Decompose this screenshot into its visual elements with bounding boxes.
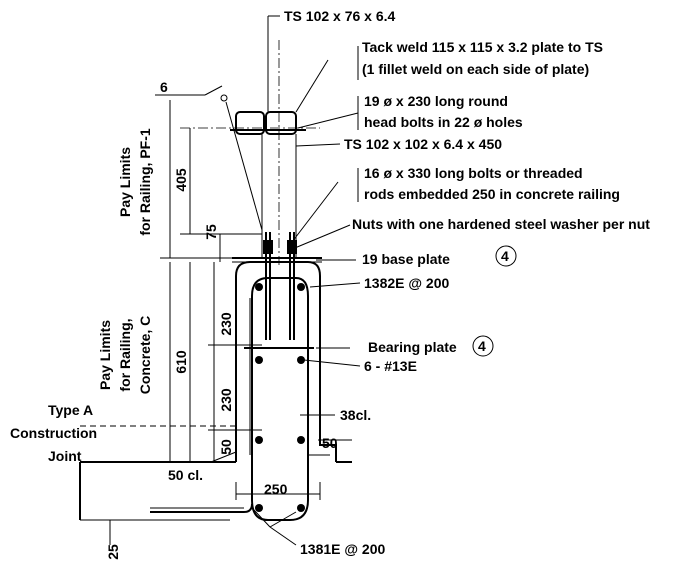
label-ts-post: TS 102 x 102 x 6.4 x 450 [344,136,502,152]
pay-limits-pf1: Pay Limits for Railing, PF-1 [117,128,153,236]
dim-610: 610 [173,350,189,374]
label-type-a-3: Joint [48,448,82,464]
callout-4-circle-a [495,245,517,267]
label-bearing-plate: Bearing plate [368,339,457,355]
label-cl-50: 50 cl. [168,467,203,483]
label-bolts-2: rods embedded 250 in concrete railing [364,186,620,202]
dim-25: 25 [105,544,121,560]
callout-4-a: 4 [501,248,509,264]
label-ts-top: TS 102 x 76 x 6.4 [284,8,396,24]
label-head-bolts-2: head bolts in 22 ø holes [364,114,523,130]
pay-limits-concrete: Pay Limits for Railing, Concrete, C [97,316,153,395]
concrete-railing [235,261,337,462]
label-rebar-1382e: 1382E @ 200 [364,275,449,291]
dim-75: 75 [203,224,219,240]
label-rebar-1381e: 1381E @ 200 [300,541,385,557]
label-nuts: Nuts with one hardened steel washer per … [352,216,650,232]
dim-50h: 50 [322,435,338,451]
label-rebar-13e: 6 - #13E [364,358,417,374]
label-base-plate: 19 base plate [362,251,450,267]
label-tack-weld-2: (1 fillet weld on each side of plate) [362,61,589,77]
dimension-lines [100,128,330,545]
svg-text:Pay Limits: Pay Limits [97,320,113,390]
svg-text:for Railing,: for Railing, [117,318,133,391]
callout-4-b: 4 [478,338,486,354]
label-tack-weld-1: Tack weld 115 x 115 x 3.2 plate to TS [362,39,603,55]
dim-405: 405 [173,168,189,192]
dim-230a: 230 [218,312,234,336]
pay-limit-lines [160,100,236,463]
label-head-bolts-1: 19 ø x 230 long round [364,93,508,109]
label-cl-38: 38cl. [340,407,371,423]
callout-4-circle-b [472,335,494,357]
label-weld-size: 6 [160,79,168,95]
dim-250: 250 [264,481,288,497]
deck-slab [79,455,352,521]
svg-text:for Railing, PF-1: for Railing, PF-1 [137,128,153,236]
dim-230b: 230 [218,388,234,412]
dim-50v: 50 [218,439,234,455]
label-type-a-2: Construction [10,425,97,441]
rebar-dots [255,283,305,444]
steel-post [180,40,320,265]
label-bolts-1: 16 ø x 330 long bolts or threaded [364,165,583,181]
stirrup-1382e [249,277,309,455]
label-type-a-1: Type A [48,402,93,418]
anchor-bolts [263,232,297,340]
svg-text:Pay Limits: Pay Limits [117,147,133,217]
leader-lines [155,15,361,546]
svg-text:Concrete, C: Concrete, C [137,316,153,395]
